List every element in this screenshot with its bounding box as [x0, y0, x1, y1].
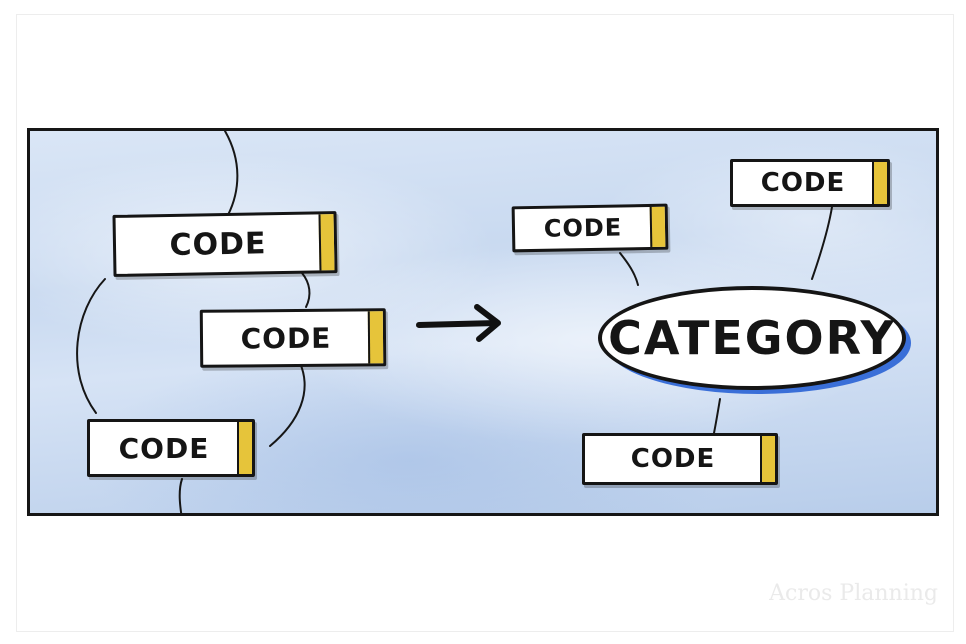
code-label: CODE: [543, 213, 623, 243]
connector-code2-to-code3: [269, 362, 306, 447]
watermark-text: Acros Planning: [769, 581, 938, 606]
yellow-tab: [760, 436, 775, 482]
code-label: CODE: [630, 444, 716, 474]
connector-code3-to-bottom: [178, 478, 183, 513]
code-box-right-1: CODE: [511, 203, 669, 253]
connector-codeB-to-category: [811, 206, 833, 280]
code-label: CODE: [169, 225, 267, 263]
connector-category-to-codeC: [713, 398, 721, 434]
yellow-tab: [237, 422, 252, 474]
category-label: CATEGORY: [608, 311, 896, 365]
code-label: CODE: [118, 431, 210, 465]
yellow-tab: [318, 214, 335, 271]
yellow-tab: [649, 206, 666, 247]
code-label: CODE: [760, 168, 846, 198]
code-label: CODE: [240, 321, 332, 355]
arrow-right-icon: [416, 304, 501, 342]
code-box-right-3: CODE: [582, 433, 778, 485]
yellow-tab: [872, 162, 887, 204]
code-box-left-1: CODE: [112, 211, 338, 277]
category-ellipse: CATEGORY: [598, 286, 906, 390]
connector-code1-to-code3: [76, 278, 106, 414]
code-box-right-2: CODE: [730, 159, 890, 207]
connector-codeA-to-category: [619, 252, 639, 286]
yellow-tab: [367, 311, 384, 364]
diagram-panel: CODE CODE CODE CODE CODE CODE CATEGORY: [27, 128, 939, 516]
connector-code1-to-code2: [301, 272, 311, 308]
connector-lines: [76, 131, 833, 513]
code-box-left-2: CODE: [199, 308, 387, 368]
code-box-left-3: CODE: [87, 419, 255, 477]
connector-top-to-code1: [224, 131, 239, 216]
